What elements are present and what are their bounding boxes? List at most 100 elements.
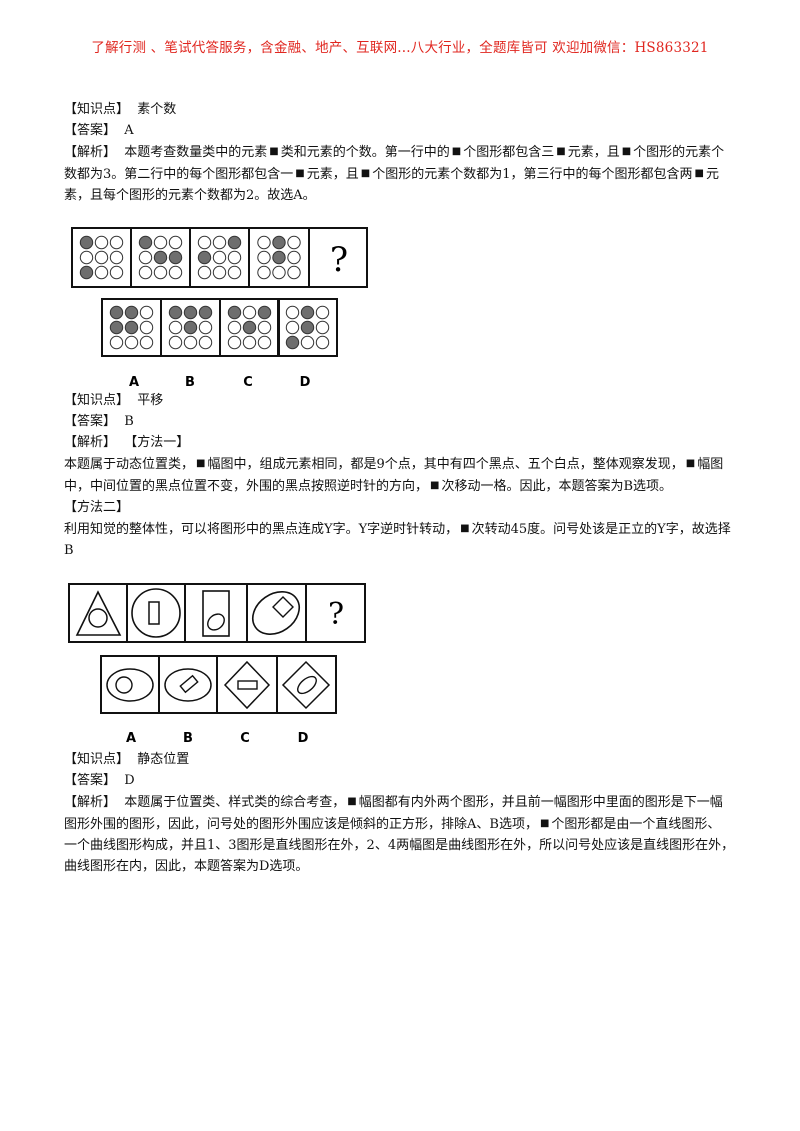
label: 【知识点】 <box>64 102 130 117</box>
white-dot <box>79 250 94 265</box>
q1-knowledge-point: 【知识点】 素个数 <box>64 99 744 120</box>
white-dot <box>197 265 212 280</box>
q2-explanation-line: 中，中间位置的黑点位置不变，外围的黑点按照逆时针的方向，■次移动一格。因此，本题… <box>64 475 744 497</box>
white-dot <box>109 250 124 265</box>
label: 【知识点】 <box>64 752 130 767</box>
white-dot <box>257 250 271 265</box>
q3-explanation-line: 曲线图形在内，因此，本题答案为D选项。 <box>64 859 309 874</box>
option-cell-a <box>100 655 160 714</box>
square-dot-icon: ■ <box>196 458 206 469</box>
sequence-cell-2 <box>126 583 186 643</box>
circle-shape <box>131 588 181 638</box>
white-dot <box>287 250 301 265</box>
ellipse-shape <box>207 613 225 631</box>
text: 个图形都包含三 <box>463 145 555 160</box>
diamond-shape <box>223 660 271 710</box>
option-label-a: A <box>129 375 139 390</box>
black-dot <box>183 320 198 335</box>
text: 本题属于位置类、样式类的综合考查， <box>124 795 346 810</box>
black-dot <box>227 235 242 250</box>
promo-header: 了解行测 、笔试代答服务，含金融、地产、互联网...八大行业，全题库皆可 欢迎加… <box>91 40 709 56</box>
square-dot-icon: ■ <box>347 796 357 807</box>
text: 幅图中，组成元素相同，都是9个点，其中有四个黑点、五个白点，整体观察发现， <box>207 457 684 472</box>
white-dot <box>212 265 227 280</box>
white-dot <box>242 305 257 320</box>
black-dot <box>197 250 212 265</box>
text: 本题属于动态位置类， <box>64 457 195 472</box>
text: 个图形的元素个数都为1，第三行中的每个图形都包含两 <box>372 167 693 182</box>
options-row <box>101 298 338 357</box>
option-cell-d <box>277 298 338 357</box>
white-dot <box>227 250 242 265</box>
white-dot <box>212 250 227 265</box>
black-dot <box>79 235 94 250</box>
text: 幅图都有内外两个图形，并且前一幅图形中里面的图形是下一幅 <box>358 795 723 810</box>
white-dot <box>139 305 154 320</box>
sequence-cell-5 <box>305 583 366 643</box>
q1-answer: 【答案】 A <box>64 120 744 141</box>
q2-text: 【知识点】 平移 【答案】 B 【解析】 【方法一】 本题属于动态位置类，■幅图… <box>64 390 744 561</box>
figure-1-svg: ? A B C D <box>71 227 368 390</box>
white-dot <box>285 320 300 335</box>
white-dot <box>94 250 109 265</box>
circle-shape <box>115 676 133 694</box>
white-dot <box>315 305 330 320</box>
text: 个图形的元素个 <box>633 145 725 160</box>
q2-method2: 【方法二】 <box>64 500 130 515</box>
label: 【解析】 <box>64 145 117 160</box>
text: 利用知觉的整体性，可以将图形中的黑点连成Y字。Y字逆时针转动， <box>64 522 459 537</box>
q2-answer: 【答案】 B <box>64 411 744 432</box>
ellipse-shape <box>252 591 300 635</box>
white-dot <box>227 335 242 350</box>
square-dot-icon: ■ <box>451 146 462 157</box>
text: 次移动一格。因此，本题答案为B选项。 <box>441 479 673 494</box>
label: 【解析】 <box>64 795 117 810</box>
figure-1: ? A B C D <box>0 0 800 400</box>
text: 元 <box>705 167 719 182</box>
black-dot <box>285 335 300 350</box>
text: 次转动45度。问号处该是正立的Y字，故选择 <box>471 522 731 537</box>
black-dot <box>79 265 94 280</box>
square-dot-icon: ■ <box>685 458 696 469</box>
black-dot <box>109 305 124 320</box>
text: 个图形都是由一个直线图形、 <box>551 817 721 832</box>
black-dot <box>109 320 124 335</box>
white-dot <box>257 265 271 280</box>
label: 【解析】 <box>64 435 117 450</box>
value: 静态位置 <box>137 752 190 767</box>
square-dot-icon: ■ <box>430 480 440 491</box>
rectangle-shape <box>179 674 199 694</box>
white-dot <box>153 235 168 250</box>
white-dot <box>197 235 212 250</box>
white-dot <box>257 320 272 335</box>
white-dot <box>287 235 301 250</box>
white-dot <box>138 265 153 280</box>
rectangle-shape <box>202 590 230 637</box>
white-dot <box>94 235 109 250</box>
white-dot <box>315 320 330 335</box>
black-dot <box>198 305 213 320</box>
square-dot-icon: ■ <box>556 146 566 157</box>
ellipse-shape <box>164 668 212 702</box>
q3-explanation-line: 图形外围的图形，因此，问号处的图形外围应该是倾斜的正方形，排除A、B选项，■个图… <box>64 813 744 835</box>
black-dot <box>272 235 286 250</box>
triangle-shape <box>75 590 122 636</box>
q2-explanation-line: B <box>64 543 74 558</box>
white-dot <box>153 265 168 280</box>
option-label-b: B <box>185 375 195 390</box>
white-dot <box>168 265 183 280</box>
sequence-cell-5 <box>308 227 368 288</box>
text: 类和元素的个数。第一行中的 <box>280 145 450 160</box>
black-dot <box>300 320 315 335</box>
figure-2: ? A B C D <box>68 583 366 746</box>
square-dot-icon: ■ <box>460 523 470 534</box>
question-mark: ? <box>328 597 344 632</box>
square-dot-icon: ■ <box>621 146 632 157</box>
label: 【答案】 <box>64 414 117 429</box>
text: 幅图 <box>697 457 724 472</box>
option-cell-b <box>158 655 218 714</box>
sequence-row <box>68 583 366 643</box>
label: 【知识点】 <box>64 393 130 408</box>
square-dot-icon: ■ <box>295 168 305 179</box>
option-label-c: C <box>243 375 253 390</box>
